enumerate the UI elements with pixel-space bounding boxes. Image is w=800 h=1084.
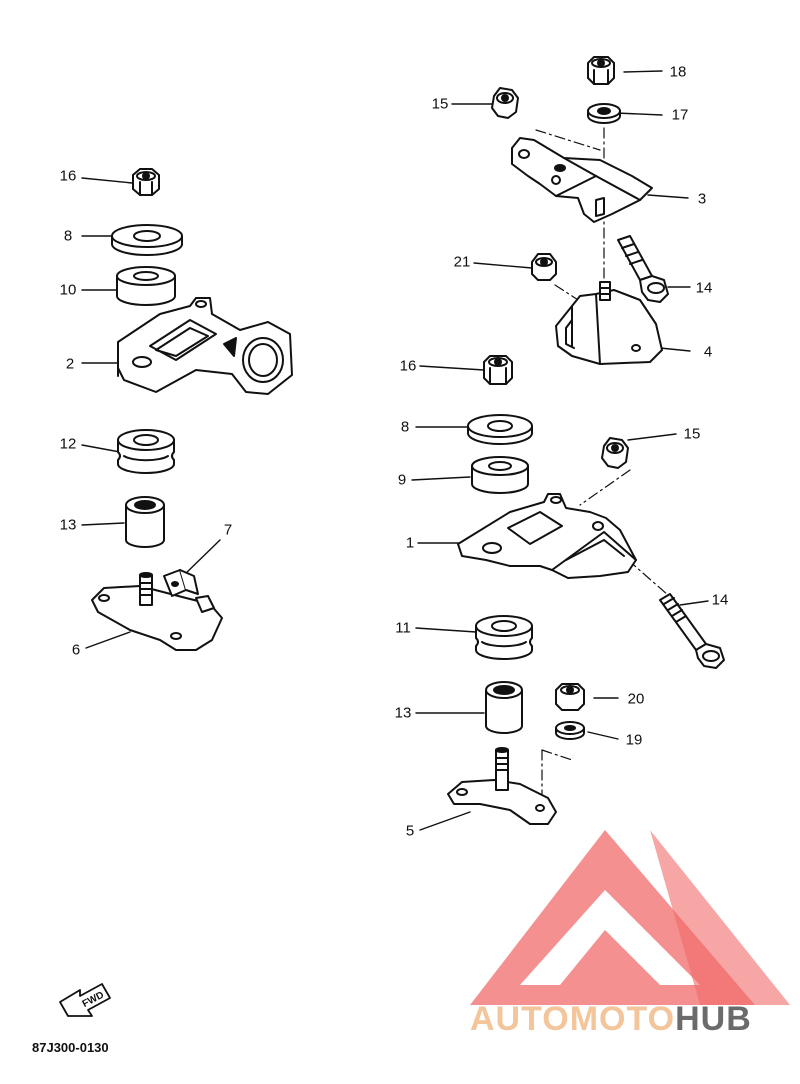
washer-part-17 [587,103,621,124]
catalog-code: 87J300-0130 [32,1040,109,1055]
bracket-part-2 [117,297,293,395]
callout-number: 2 [65,355,75,373]
collar-part-10 [116,266,176,306]
bracket-part-1 [457,493,637,579]
callout-number: 8 [400,418,410,436]
nut-part-15-mid [601,437,629,469]
callout-number: 16 [59,167,77,185]
callout-number: 14 [695,279,713,297]
lower-plate-part-5 [447,747,557,825]
nut-part-16 [132,168,160,196]
callout-number: 15 [683,425,701,443]
bolt-part-14-mid [659,593,725,669]
callout-number: 16 [399,357,417,375]
callout-number: 17 [671,106,689,124]
watermark-auto: AUTO [470,1000,570,1038]
watermark-logo-icon [470,830,790,1005]
callout-number: 10 [59,281,77,299]
upper-bracket-part-3 [511,137,653,223]
bolt-part-14-top [617,235,669,303]
callout-number: 5 [405,822,415,840]
grommet-part-11 [475,615,533,660]
tab-part-7 [163,569,215,613]
nut-part-15-top [491,87,519,119]
callout-number: 13 [59,516,77,534]
washer-part-8-right [467,414,533,445]
callout-number: 20 [627,690,645,708]
nut-part-20 [555,683,585,711]
grommet-part-12 [117,429,175,474]
callout-number: 13 [394,704,412,722]
nut-part-16-right [483,355,513,385]
nut-part-21 [531,253,557,281]
callout-number: 11 [395,619,411,637]
callout-number: 12 [59,435,77,453]
washer-part-19 [555,721,585,740]
fwd-arrow-icon: FWD [59,983,111,1017]
callout-number: 8 [63,227,73,245]
spacer-part-13-right [485,681,523,734]
watermark-moto: MOTO [569,1000,676,1038]
callout-number: 14 [711,591,729,609]
watermark-hub: HUB [675,1000,752,1038]
nut-part-18 [587,56,615,85]
callout-number: 19 [625,731,643,749]
callout-number: 6 [71,641,81,659]
mount-block-part-4 [555,281,663,365]
lower-plate-part-6 [91,572,223,651]
callout-number: 9 [397,471,407,489]
washer-part-8 [111,224,183,256]
callout-number: 7 [223,521,233,539]
collar-part-9 [471,456,529,494]
watermark-text: AUTOMOTOHUB [470,1000,752,1039]
spacer-part-13 [125,496,165,548]
callout-number: 4 [703,343,713,361]
callout-number: 15 [431,95,449,113]
callout-number: 3 [697,190,707,208]
callout-number: 18 [669,63,687,81]
callout-number: 1 [405,534,415,552]
callout-number: 21 [453,253,471,271]
